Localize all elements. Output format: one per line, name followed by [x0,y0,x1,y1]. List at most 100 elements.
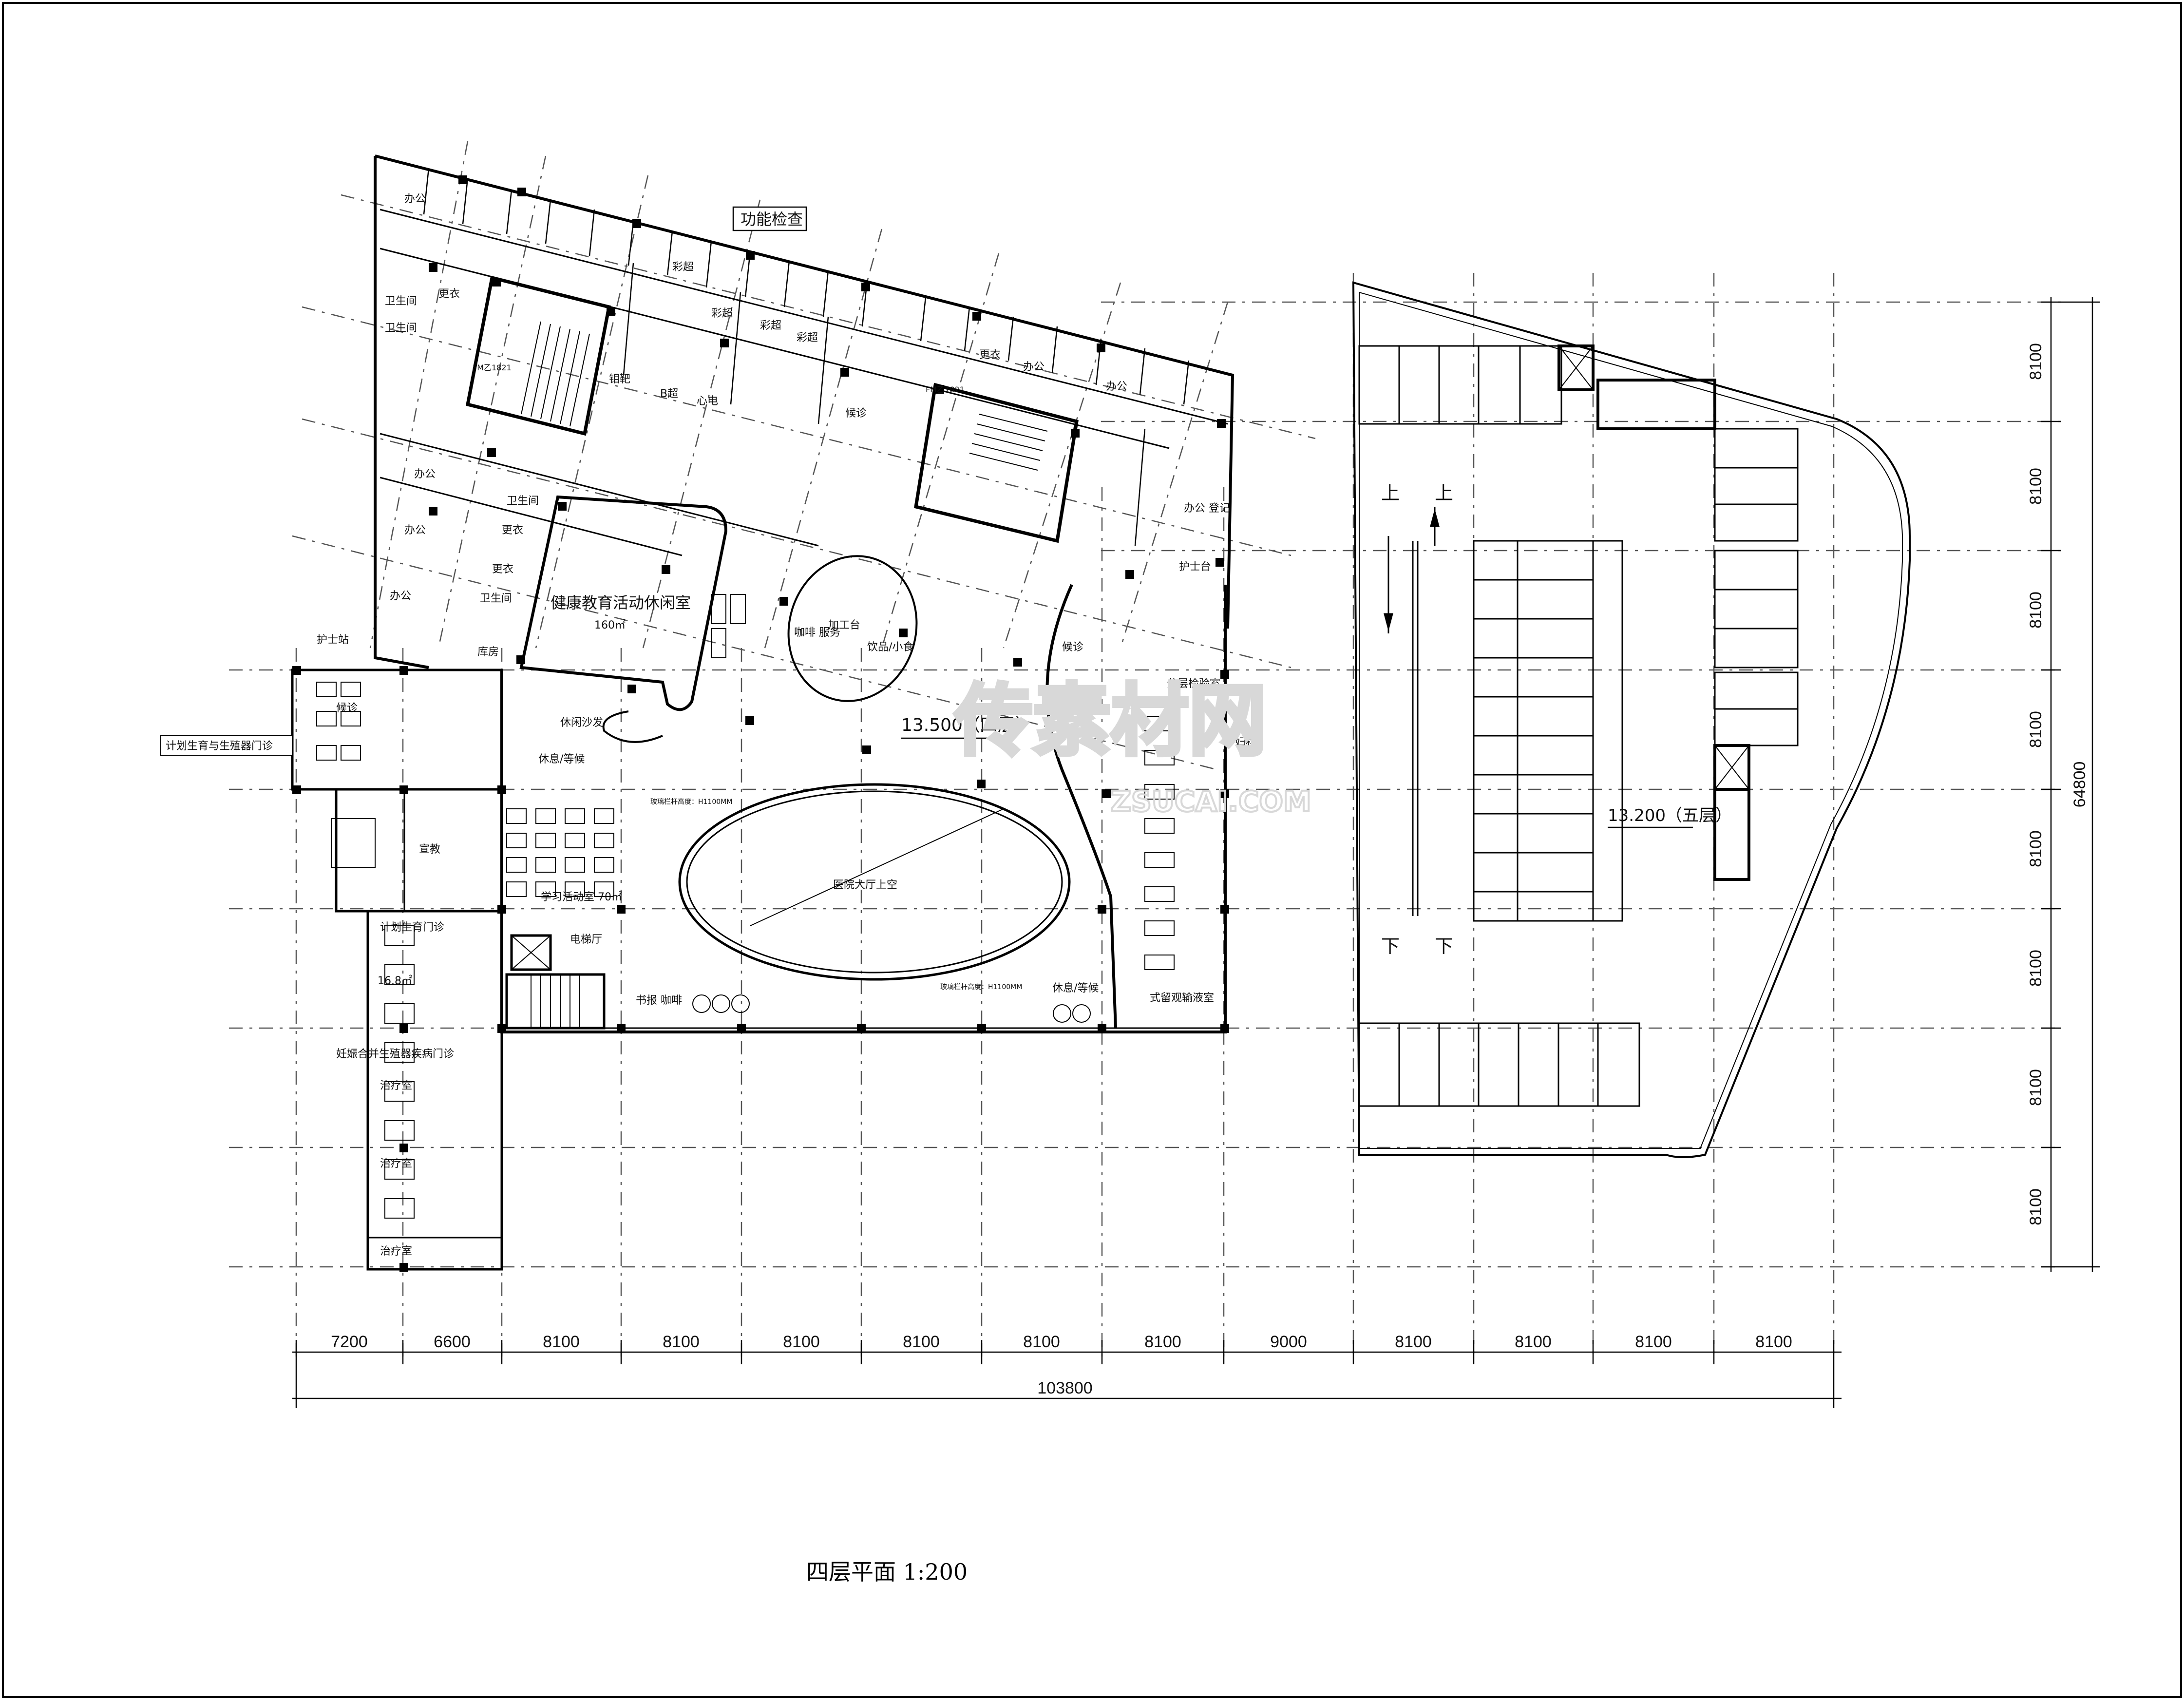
label-study-room: 学习活动室 70㎡ [541,891,622,903]
right-dimension-labels: 8100 8100 8100 8100 8100 8100 8100 8100 … [2027,343,2089,1225]
label-changing-2: 更衣 [502,524,523,536]
ramp-up-left: 上 [1381,482,1400,504]
label-office-5: 办公 [1023,361,1045,373]
label-health-area: 160㎡ [594,619,626,631]
dim-right-3: 8100 [2027,711,2045,748]
label-color-us-3: 彩超 [760,320,781,332]
label-office-6: 办公 [1106,381,1127,393]
watermark: 传素材网 ZSUCAI.COM [952,673,1312,819]
dim-bottom-4: 8100 [783,1333,820,1351]
label-office-3: 办公 [404,524,426,536]
label-toilet-2: 卫生间 [385,322,417,334]
label-color-us-2: 彩超 [711,307,733,320]
label-ecg: 心电 [697,395,718,407]
label-infusion: 式留观输液室 [1150,992,1214,1004]
label-treatment-3: 治疗室 [380,1245,412,1258]
label-waiting-1: 候诊 [845,407,867,420]
label-atrium: 医院大厅上空 [833,879,897,891]
dim-bottom-total: 103800 [1037,1379,1092,1397]
label-treatment-1: 治疗室 [380,1080,412,1092]
dimension-lines [292,297,2100,1408]
upper-wing-rooms [423,168,1190,546]
label-toilet-4: 卫生间 [480,592,512,605]
watermark-text: 传素材网 [954,675,1267,766]
bottom-dimension-labels: 7200 6600 8100 8100 8100 8100 8100 8100 … [331,1333,1792,1397]
dim-right-1: 8100 [2027,468,2045,505]
label-office-4: 办公 [390,590,411,602]
dim-bottom-12: 8100 [1755,1333,1792,1351]
dim-bottom-8: 9000 [1270,1333,1307,1351]
label-elevator-hall: 电梯厅 [570,934,602,946]
label-counter: 加工台 [828,619,860,631]
label-area-small: 16.8㎡ [378,974,412,987]
health-room-walls [519,495,728,711]
label-fire-door-1: FM乙1821 [473,363,512,372]
drawing-title: 四层平面 1:200 [806,1559,968,1585]
label-waiting-3: 候诊 [1062,641,1083,653]
label-office-register: 办公 登记 [1184,502,1230,515]
label-color-us-4: 彩超 [797,332,818,344]
label-treatment-2: 治疗室 [380,1158,412,1170]
label-leisure-sofa: 休闲沙发 [560,717,603,729]
label-family-plan: 计划生育门诊 [380,921,444,934]
furniture [316,594,1175,1219]
room-labels: 办公 办公 办公 办公 办公 办公 卫生间 卫生间 卫生间 卫生间 更衣 更衣 … [317,193,1256,1258]
label-storage: 库房 [477,646,499,658]
label-check-room: 分层检验室 [1167,678,1220,690]
label-changing-1: 更衣 [438,288,460,300]
label-pregnancy: 妊娠合并生殖器疾病门诊 [336,1048,454,1060]
label-office-1: 办公 [404,193,426,205]
label-toilet-3: 卫生间 [507,495,539,507]
label-fire-door-2: FM乙1821 [926,385,965,394]
label-changing-3: 更衣 [492,563,513,575]
level-main: 13.500（四层） [901,715,1033,735]
label-nurse-desk: 护士台 [1179,561,1211,573]
ramp-labels: 上 上 下 下 [1381,482,1453,957]
dim-bottom-6: 8100 [1023,1333,1060,1351]
dim-right-7: 8100 [2027,1188,2045,1225]
label-glass-note-2: 玻璃栏杆高度：H1100MM [940,983,1022,991]
dim-right-5: 8100 [2027,950,2045,987]
core-stair-elevator [465,275,1079,1030]
dim-bottom-2: 8100 [543,1333,580,1351]
dim-bottom-7: 8100 [1144,1333,1181,1351]
parking-deck [1352,281,1911,1158]
watermark-sub: ZSUCAI.COM [1111,785,1311,818]
dim-bottom-9: 8100 [1395,1333,1432,1351]
left-clinic-label-box [160,735,293,756]
left-clinic-label: 计划生育与生殖器门诊 [166,740,273,752]
dim-bottom-5: 8100 [903,1333,940,1351]
label-glass-note-1: 玻璃栏杆高度：H1100MM [650,798,732,806]
label-rest-wait: 休息/等候 [538,753,585,765]
label-office-2: 办公 [414,468,436,480]
label-b-us: B超 [660,388,678,400]
label-nurse-station: 护士站 [317,634,349,646]
label-waiting-2: 候诊 [336,702,358,714]
label-drinks: 饮品/小食 [867,641,913,653]
label-toilet-1: 卫生间 [385,295,417,307]
label-rest-wait2: 休息/等候 [1052,982,1099,994]
dim-right-0: 8100 [2027,343,2045,380]
section-label-box [732,206,807,231]
health-room-label: 健康教育活动休闲室 [551,593,691,612]
label-cafe-service: 咖啡 服务 [794,627,840,639]
atrium-void [602,555,1117,1029]
label-bone-density: 钼靶 [609,373,630,385]
label-propaganda: 宣教 [419,843,440,856]
label-gyn: 妇科 [1235,736,1256,748]
dim-right-2: 8100 [2027,592,2045,629]
ramp-up-right: 上 [1435,482,1453,504]
label-color-us-1: 彩超 [672,261,694,273]
dim-bottom-11: 8100 [1635,1333,1672,1351]
dim-bottom-1: 6600 [434,1333,471,1351]
label-book-cafe: 书报 咖啡 [636,994,682,1007]
key-labels: 功能检查 计划生育与生殖器门诊 健康教育活动休闲室 13.500（四层） 13.… [160,206,1732,828]
columns [292,175,1229,1272]
level-parking: 13.200（五层） [1608,806,1732,825]
ramp-down-right: 下 [1435,936,1453,957]
dim-bottom-10: 8100 [1515,1333,1552,1351]
dim-right-total: 64800 [2070,762,2089,808]
label-changing-4: 更衣 [979,349,1001,361]
